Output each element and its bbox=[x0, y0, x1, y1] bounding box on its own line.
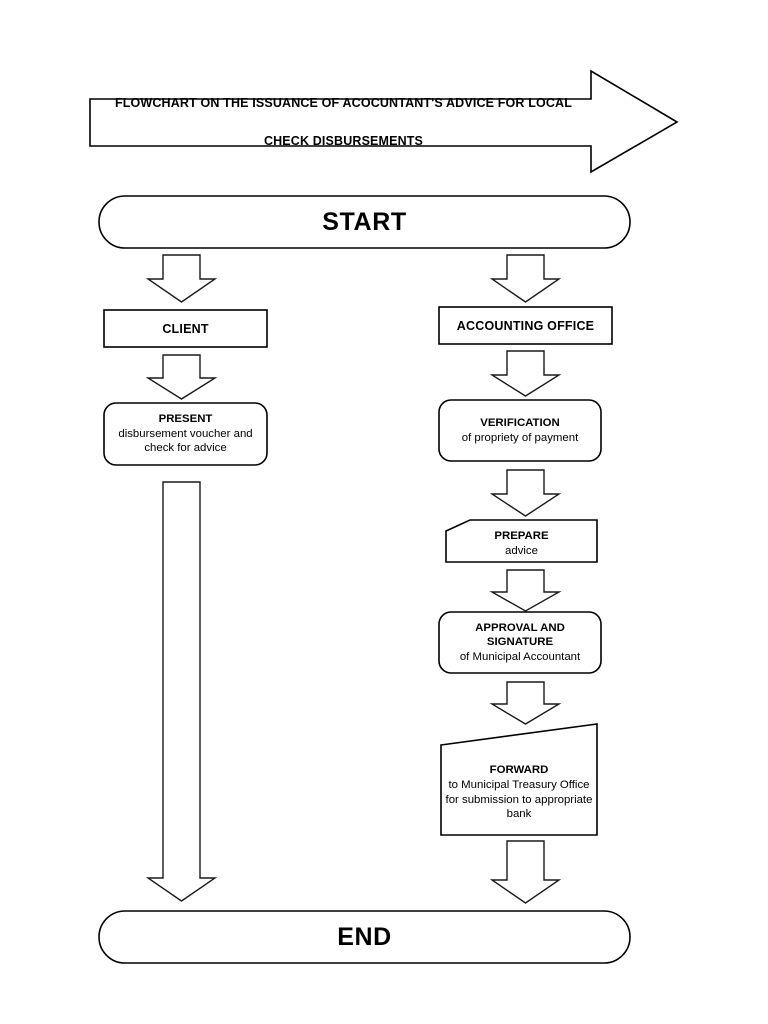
end-terminator-shape bbox=[98, 910, 631, 964]
connector-present-to-end-long-arrow bbox=[145, 481, 218, 902]
connector-client-to-present-arrow bbox=[145, 354, 218, 400]
prepare-step-shape bbox=[445, 519, 598, 563]
connector-start-to-client-arrow bbox=[145, 254, 218, 303]
client-actor-shape bbox=[103, 309, 268, 348]
approval-step-shape bbox=[438, 611, 602, 674]
forward-step-shape bbox=[440, 723, 598, 836]
connector-approval-to-forward-arrow bbox=[489, 681, 562, 725]
connector-verification-to-prepare-arrow bbox=[489, 469, 562, 517]
connector-prepare-to-approval-arrow bbox=[489, 569, 562, 612]
connector-accounting-office-to-verification-arrow bbox=[489, 350, 562, 397]
verification-step-shape bbox=[438, 399, 602, 462]
connector-forward-to-end-arrow bbox=[489, 840, 562, 904]
accounting-office-actor-shape bbox=[438, 306, 613, 345]
present-step-shape bbox=[103, 402, 268, 466]
start-terminator-shape bbox=[98, 195, 631, 249]
connector-start-to-accounting-office-arrow bbox=[489, 254, 562, 303]
title-banner-arrow-shape bbox=[89, 69, 679, 174]
